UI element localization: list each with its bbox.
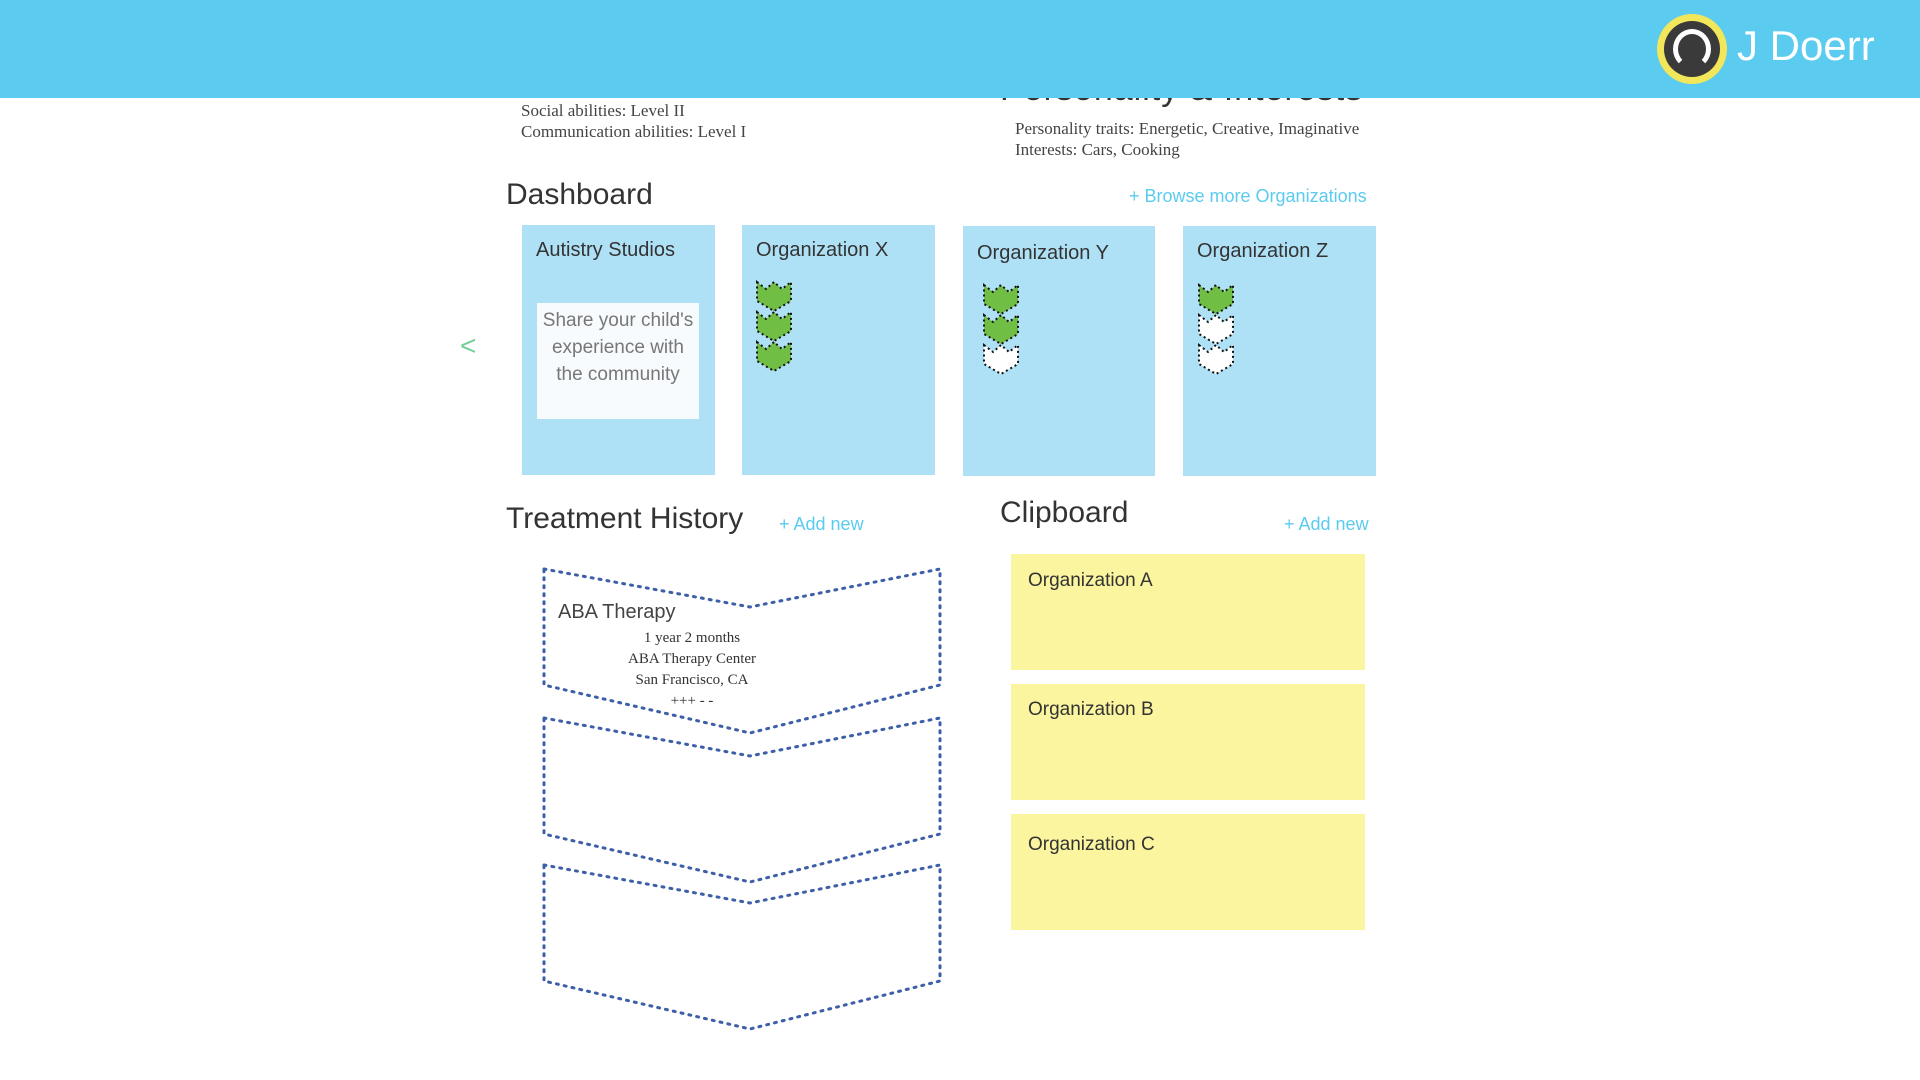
- treatment-entry-empty[interactable]: [540, 861, 944, 1031]
- therapy-rating: +++ - -: [670, 693, 714, 709]
- clipboard-note-title: Organization B: [1028, 699, 1154, 720]
- add-treatment-link[interactable]: + Add new: [779, 514, 864, 534]
- org-card-organization-y[interactable]: Organization Y: [963, 226, 1155, 476]
- therapy-duration: 1 year 2 months: [643, 630, 741, 646]
- treatment-history-title: Treatment History: [506, 502, 744, 535]
- badge-filled-icon: [983, 312, 1019, 346]
- badge-filled-icon: [756, 309, 792, 343]
- org-card-organization-z[interactable]: Organization Z: [1183, 226, 1376, 476]
- clipboard-note[interactable]: Organization B: [1011, 684, 1365, 800]
- chevron-shape: [542, 863, 942, 1031]
- org-card-title: Autistry Studios: [536, 239, 675, 261]
- treatment-entry-empty[interactable]: [540, 714, 944, 884]
- badge-stack: [1196, 282, 1236, 376]
- communication-abilities: Communication abilities: Level I: [521, 122, 747, 141]
- user-name[interactable]: J Doerr: [1737, 22, 1875, 69]
- interests: Interests: Cars, Cooking: [1015, 140, 1180, 159]
- therapy-provider: ABA Therapy Center: [627, 651, 757, 667]
- badge-stack: [754, 279, 794, 373]
- org-card-title: Organization X: [756, 239, 889, 261]
- badge-filled-icon: [756, 279, 792, 313]
- badge-empty-icon: [983, 342, 1019, 376]
- org-card-title: Organization Y: [977, 242, 1109, 264]
- org-card-organization-x[interactable]: Organization X: [742, 225, 935, 475]
- clipboard-note[interactable]: Organization A: [1011, 554, 1365, 670]
- chevron-shape: [542, 567, 942, 735]
- badge-empty-icon: [1198, 312, 1234, 346]
- badge-filled-icon: [756, 339, 792, 373]
- org-card-title: Organization Z: [1197, 240, 1329, 262]
- treatment-entry[interactable]: ABA Therapy 1 year 2 months ABA Therapy …: [540, 565, 944, 735]
- badge-filled-icon: [983, 282, 1019, 316]
- clipboard-note-title: Organization C: [1028, 834, 1155, 855]
- social-abilities: Social abilities: Level II: [521, 101, 685, 120]
- dashboard-title: Dashboard: [506, 178, 653, 211]
- add-clipboard-link[interactable]: + Add new: [1284, 514, 1369, 534]
- clipboard-note-title: Organization A: [1028, 570, 1153, 591]
- share-experience-button[interactable]: Share your child's experience with the c…: [537, 303, 699, 419]
- therapy-location: San Francisco, CA: [635, 672, 749, 688]
- clipboard-note[interactable]: Organization C: [1011, 814, 1365, 930]
- therapy-name: ABA Therapy: [558, 601, 676, 623]
- browse-organizations-link[interactable]: + Browse more Organizations: [1129, 186, 1367, 206]
- badge-filled-icon: [1198, 282, 1234, 316]
- badge-empty-icon: [1198, 342, 1234, 376]
- org-card-autistry-studios[interactable]: Autistry Studios Share your child's expe…: [522, 225, 715, 475]
- personality-traits: Personality traits: Energetic, Creative,…: [1015, 119, 1360, 138]
- app-header: J Doerr: [0, 0, 1920, 98]
- user-avatar-icon[interactable]: [1657, 14, 1727, 84]
- badge-stack: [981, 282, 1021, 376]
- previous-arrow-icon[interactable]: <: [460, 330, 477, 361]
- clipboard-title: Clipboard: [1000, 496, 1129, 529]
- chevron-shape: [542, 716, 942, 884]
